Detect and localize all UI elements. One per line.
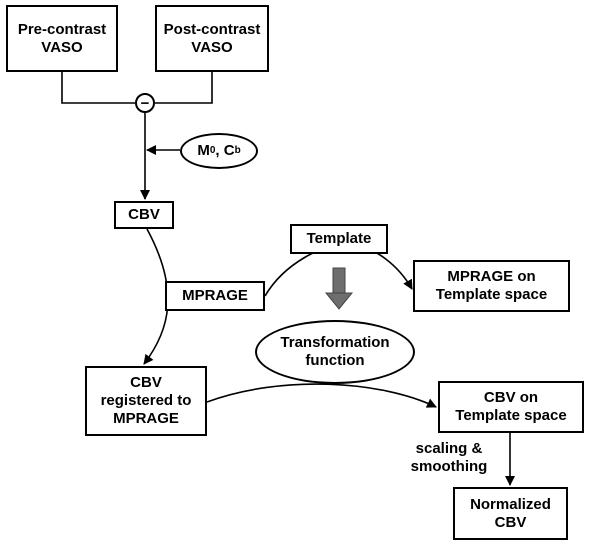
normalized-line-1: Normalized [470, 495, 551, 513]
scaling-line-2: smoothing [410, 458, 488, 475]
constants-separator-c: , C [215, 142, 235, 159]
constants-m: M [197, 142, 210, 159]
cbv-registered-line-2: registered to [100, 392, 192, 409]
minus-icon: − [140, 94, 150, 112]
transformation-function-ellipse: Transformation function [255, 320, 415, 384]
normalized-line-2: CBV [494, 513, 527, 531]
mprage-on-template-box: MPRAGE on Template space [413, 260, 570, 312]
transformation-line-2: function [305, 352, 365, 369]
post-contrast-line-2: VASO [191, 38, 233, 56]
post-contrast-vaso-box: Post-contrast VASO [155, 5, 269, 72]
mprage-label: MPRAGE [182, 287, 248, 304]
pre-contrast-line-1: Pre-contrast [17, 20, 107, 38]
cbv-registered-line-1: CBV [130, 374, 162, 391]
pre-contrast-connector [61, 72, 135, 104]
cbv-registered-box: CBV registered to MPRAGE [85, 366, 207, 436]
template-box: Template [290, 224, 388, 254]
cbv-label: CBV [128, 206, 160, 223]
cbv-on-template-line-1: CBV on [483, 389, 539, 406]
subtract-operator: − [135, 93, 155, 113]
down-block-arrow [324, 267, 354, 310]
cbv-box: CBV [114, 201, 174, 229]
cbv-on-template-line-2: Template space [455, 407, 567, 424]
pre-contrast-vaso-box: Pre-contrast VASO [6, 5, 118, 72]
post-contrast-connector [155, 72, 213, 104]
mprage-box: MPRAGE [165, 281, 265, 311]
cbv-on-template-box: CBV on Template space [438, 381, 584, 433]
template-label: Template [306, 230, 372, 247]
post-contrast-line-1: Post-contrast [163, 20, 261, 38]
normalized-cbv-box: Normalized CBV [453, 487, 568, 540]
scaling-smoothing-label: scaling & smoothing [401, 440, 497, 476]
mprage-on-template-line-1: MPRAGE on [447, 268, 536, 285]
transformation-line-1: Transformation [280, 334, 390, 351]
registered-to-template-arrow [206, 383, 437, 408]
scaling-line-1: scaling & [415, 440, 483, 457]
mprage-on-template-line-2: Template space [435, 286, 548, 303]
cbv-registered-line-3: MPRAGE [113, 410, 179, 427]
pre-contrast-line-2: VASO [41, 38, 83, 56]
